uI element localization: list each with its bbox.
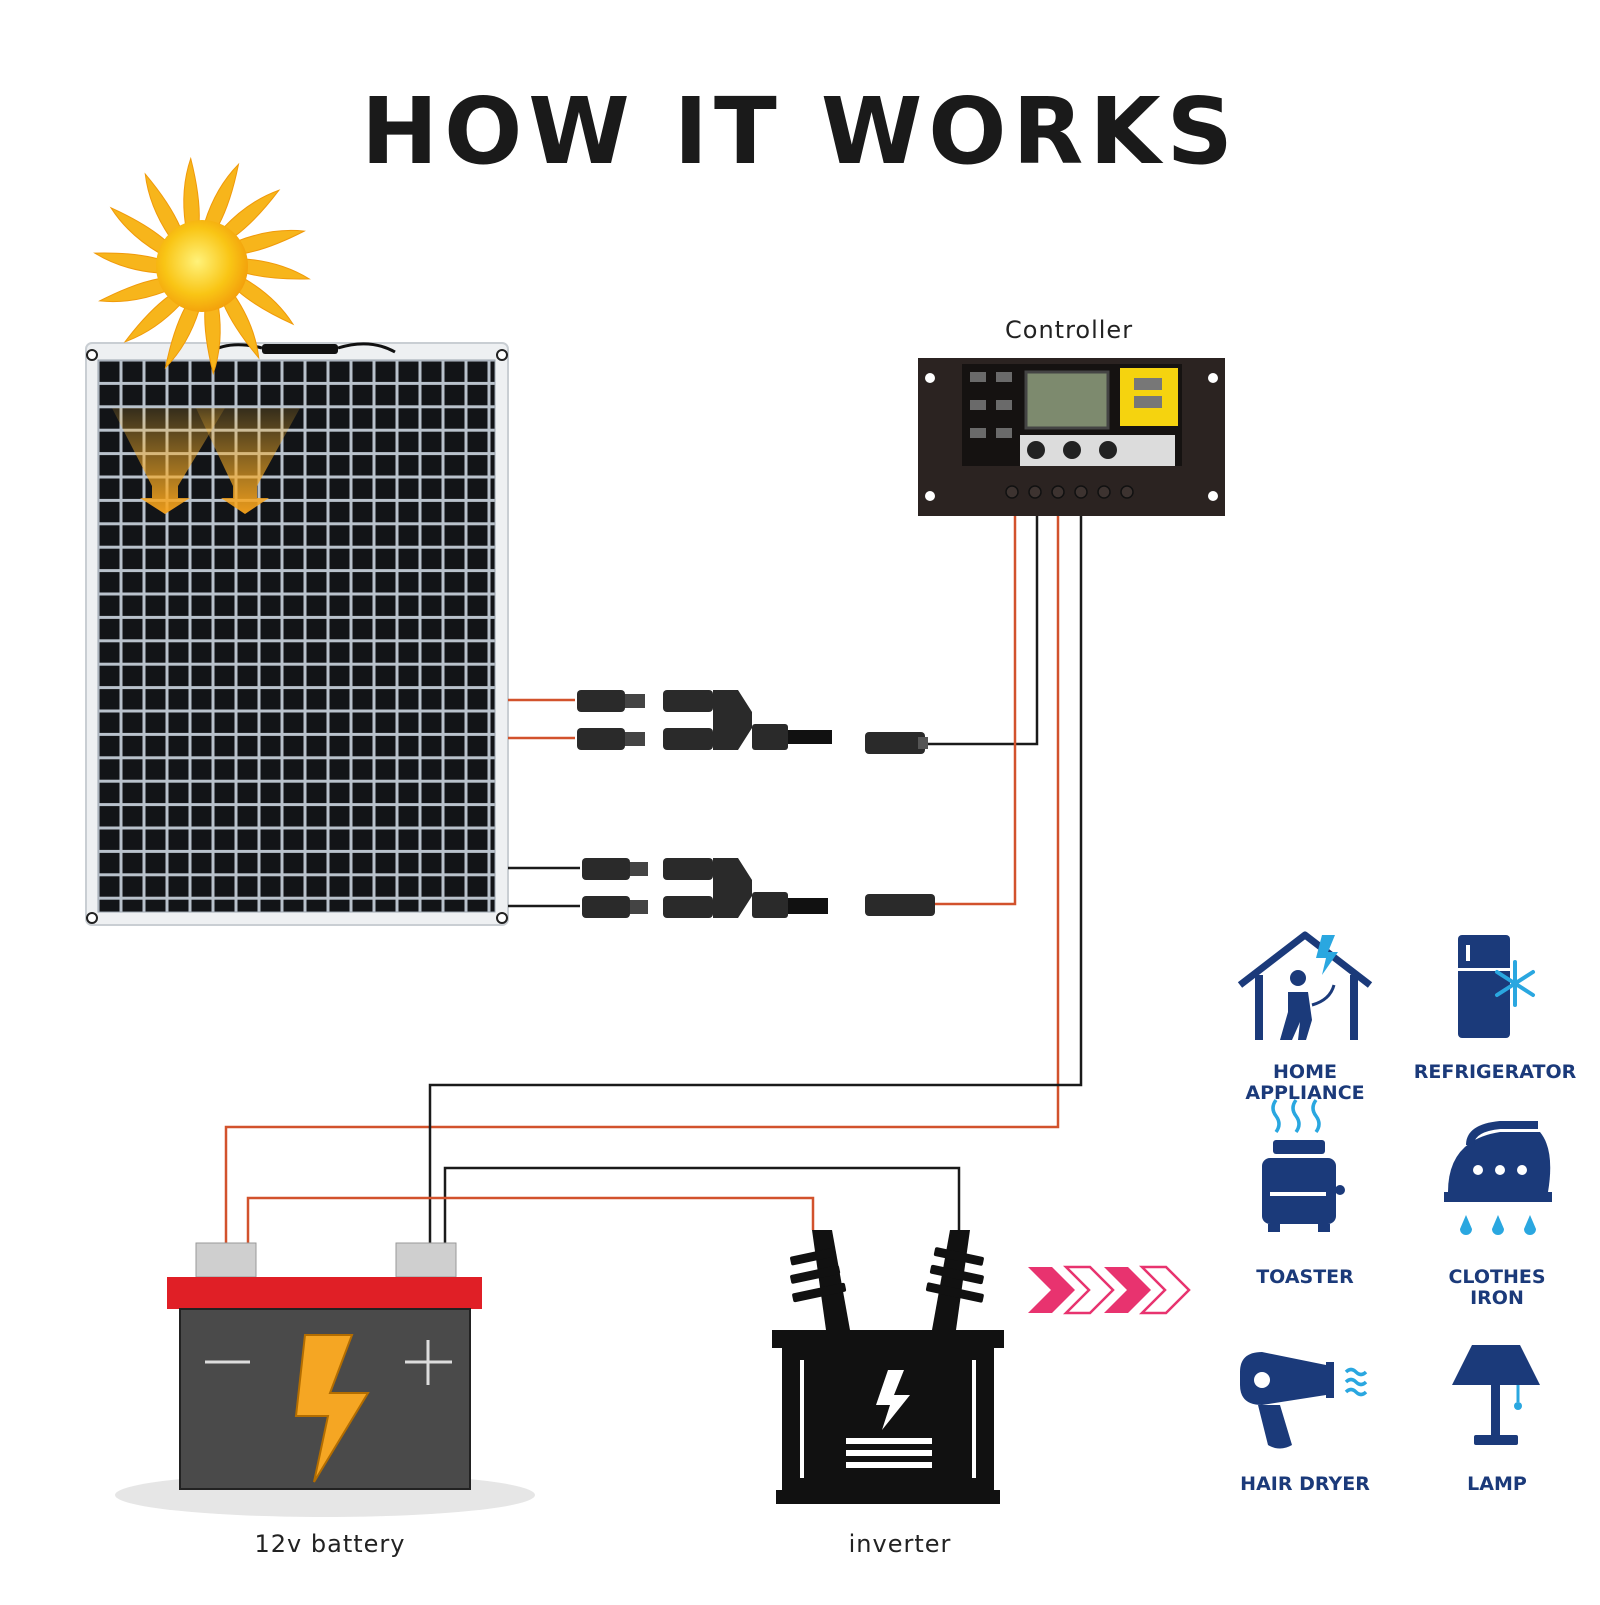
hair-dryer-icon [1240,1352,1368,1449]
mount-hole-icon [1208,373,1218,383]
refrigerator-icon [1458,935,1535,1038]
mount-hole-icon [925,491,935,501]
chevron-arrows-icon [1028,1265,1191,1315]
mount-hole-icon [86,349,98,361]
lcd-screen [1024,370,1110,430]
appliance-label-toaster: TOASTER [1256,1266,1354,1288]
sun-ray [237,229,306,255]
sun-ray [109,206,167,255]
sunlight-arrows-icon [112,408,300,514]
controller-label: Controller [1005,316,1134,344]
y-branch-connector-top [663,690,832,750]
sun-ray [164,306,200,370]
mc4-connector-single-top [865,732,928,754]
lightning-bolt-icon [876,1370,910,1430]
appliance-label-hair-dryer: HAIR DRYER [1240,1473,1370,1495]
sun-ray [204,162,240,226]
lamp-icon [1452,1345,1540,1445]
mc4-connector-pair-bottom [582,858,648,918]
inverter-terminal-right [925,1230,984,1330]
appliance-label-refrigerator: REFRIGERATOR [1413,1061,1577,1083]
lightning-bolt-icon [294,1334,370,1483]
sun-ray [183,156,200,226]
wiring [224,515,1083,1243]
control-button [1063,441,1081,459]
mount-hole-icon [496,349,508,361]
control-button [1027,441,1045,459]
control-button [1099,441,1117,459]
sun-ray [222,189,281,238]
home-appliance-icon [1237,931,1373,1040]
sun-ray [222,294,260,360]
mount-hole-icon [86,912,98,924]
inverter [772,1230,1004,1504]
mc4-connectors [577,690,935,918]
inverter-terminal-left [790,1230,850,1330]
toaster-icon [1262,1098,1345,1232]
inverter-label: inverter [848,1530,952,1558]
sun-ray [123,294,182,343]
appliance-label-lamp: LAMP [1467,1473,1527,1495]
appliance-label-clothes-iron: CLOTHES IRON [1448,1266,1546,1309]
clothes-iron-icon [1444,1121,1552,1235]
battery-label: 12v battery [254,1530,406,1558]
charge-controller [918,358,1225,516]
mount-hole-icon [925,373,935,383]
sun-ray [93,252,160,274]
sun-ray [244,258,311,280]
plus-icon [405,1340,452,1385]
mc4-connector-pair-top [577,690,645,750]
mc4-connector-single-bottom [865,894,935,916]
appliance-label-home: HOME APPLIANCE [1245,1061,1365,1104]
sun-icon [93,156,311,376]
battery [115,1242,535,1517]
sun-ray [237,277,295,326]
page-title: HOW IT WORKS [361,78,1239,185]
sun-ray [144,172,182,238]
y-branch-connector-bottom [663,858,828,918]
mount-hole-icon [496,912,508,924]
sun-ray [204,306,221,376]
sun-ray [98,277,167,303]
junction-box [262,344,338,354]
mount-hole-icon [1208,491,1218,501]
solar-panel [85,342,509,926]
